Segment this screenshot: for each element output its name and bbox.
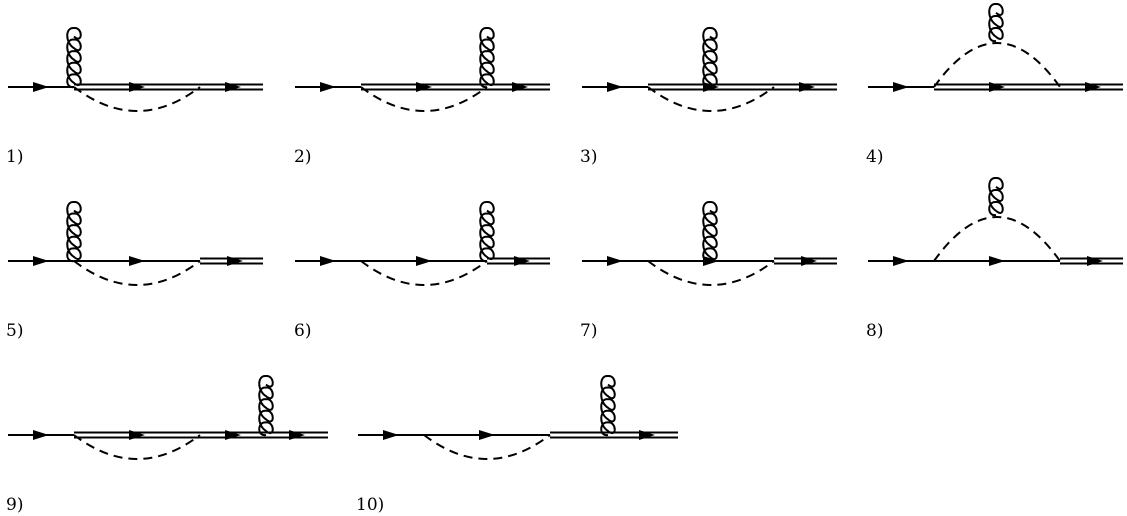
fermion-arrow	[129, 256, 145, 266]
diagram-3	[582, 27, 837, 112]
scalar-loop	[73, 434, 201, 460]
fermion-arrow	[893, 256, 909, 266]
fermion-arrow	[227, 256, 243, 266]
scalar-loop	[933, 42, 1061, 88]
scalar-loop	[360, 260, 488, 286]
fermion-arrow	[416, 82, 432, 92]
fermion-arrow	[320, 82, 336, 92]
fermion-arrow	[893, 82, 909, 92]
diagram-label-10: 10)	[356, 495, 384, 515]
scalar-loop	[73, 260, 201, 286]
gluon-line	[258, 375, 274, 437]
diagram-label-8: 8)	[866, 321, 883, 341]
gluon-line	[600, 375, 616, 437]
scalar-loop	[647, 260, 775, 286]
diagram-label-2: 2)	[294, 147, 311, 167]
gluon-line	[479, 27, 495, 89]
scalar-loop	[933, 216, 1061, 262]
diagram-5	[8, 201, 263, 286]
diagram-8	[868, 177, 1123, 266]
fermion-arrow	[989, 82, 1005, 92]
gluon-line	[66, 201, 82, 263]
fermion-arrow	[225, 82, 241, 92]
scalar-loop	[647, 86, 775, 112]
fermion-arrow	[799, 82, 815, 92]
diagram-label-1: 1)	[6, 147, 23, 167]
gluon-line	[988, 177, 1004, 217]
fermion-arrow	[129, 430, 145, 440]
gluon-line	[702, 27, 718, 89]
diagram-1	[8, 27, 263, 112]
fermion-arrow	[989, 256, 1005, 266]
diagram-10	[358, 375, 678, 460]
fermion-arrow	[607, 82, 623, 92]
fermion-arrow	[33, 82, 49, 92]
scalar-loop	[360, 86, 488, 112]
fermion-arrow	[289, 430, 305, 440]
fermion-arrow	[514, 256, 530, 266]
fermion-arrow	[129, 82, 145, 92]
diagram-label-9: 9)	[6, 495, 23, 515]
fermion-arrow	[639, 430, 655, 440]
diagram-6	[295, 201, 550, 286]
fermion-arrow	[703, 256, 719, 266]
fermion-arrow	[320, 256, 336, 266]
gluon-line	[66, 27, 82, 89]
diagram-4	[868, 3, 1123, 92]
diagram-2	[295, 27, 550, 112]
fermion-arrow	[416, 256, 432, 266]
gluon-line	[988, 3, 1004, 43]
fermion-arrow	[607, 256, 623, 266]
diagram-label-7: 7)	[580, 321, 597, 341]
fermion-arrow	[225, 430, 241, 440]
diagram-7	[582, 201, 837, 286]
scalar-loop	[73, 86, 201, 112]
diagram-9	[8, 375, 328, 460]
scalar-loop	[423, 434, 551, 460]
fermion-arrow	[801, 256, 817, 266]
diagram-label-5: 5)	[6, 321, 23, 341]
diagram-label-6: 6)	[294, 321, 311, 341]
fermion-arrow	[479, 430, 495, 440]
fermion-arrow	[703, 82, 719, 92]
gluon-line	[479, 201, 495, 263]
fermion-arrow	[1085, 82, 1101, 92]
gluon-line	[702, 201, 718, 263]
diagram-label-4: 4)	[866, 147, 883, 167]
fermion-arrow	[1087, 256, 1103, 266]
fermion-arrow	[512, 82, 528, 92]
fermion-arrow	[33, 256, 49, 266]
fermion-arrow	[383, 430, 399, 440]
fermion-arrow	[33, 430, 49, 440]
diagram-label-3: 3)	[580, 147, 597, 167]
